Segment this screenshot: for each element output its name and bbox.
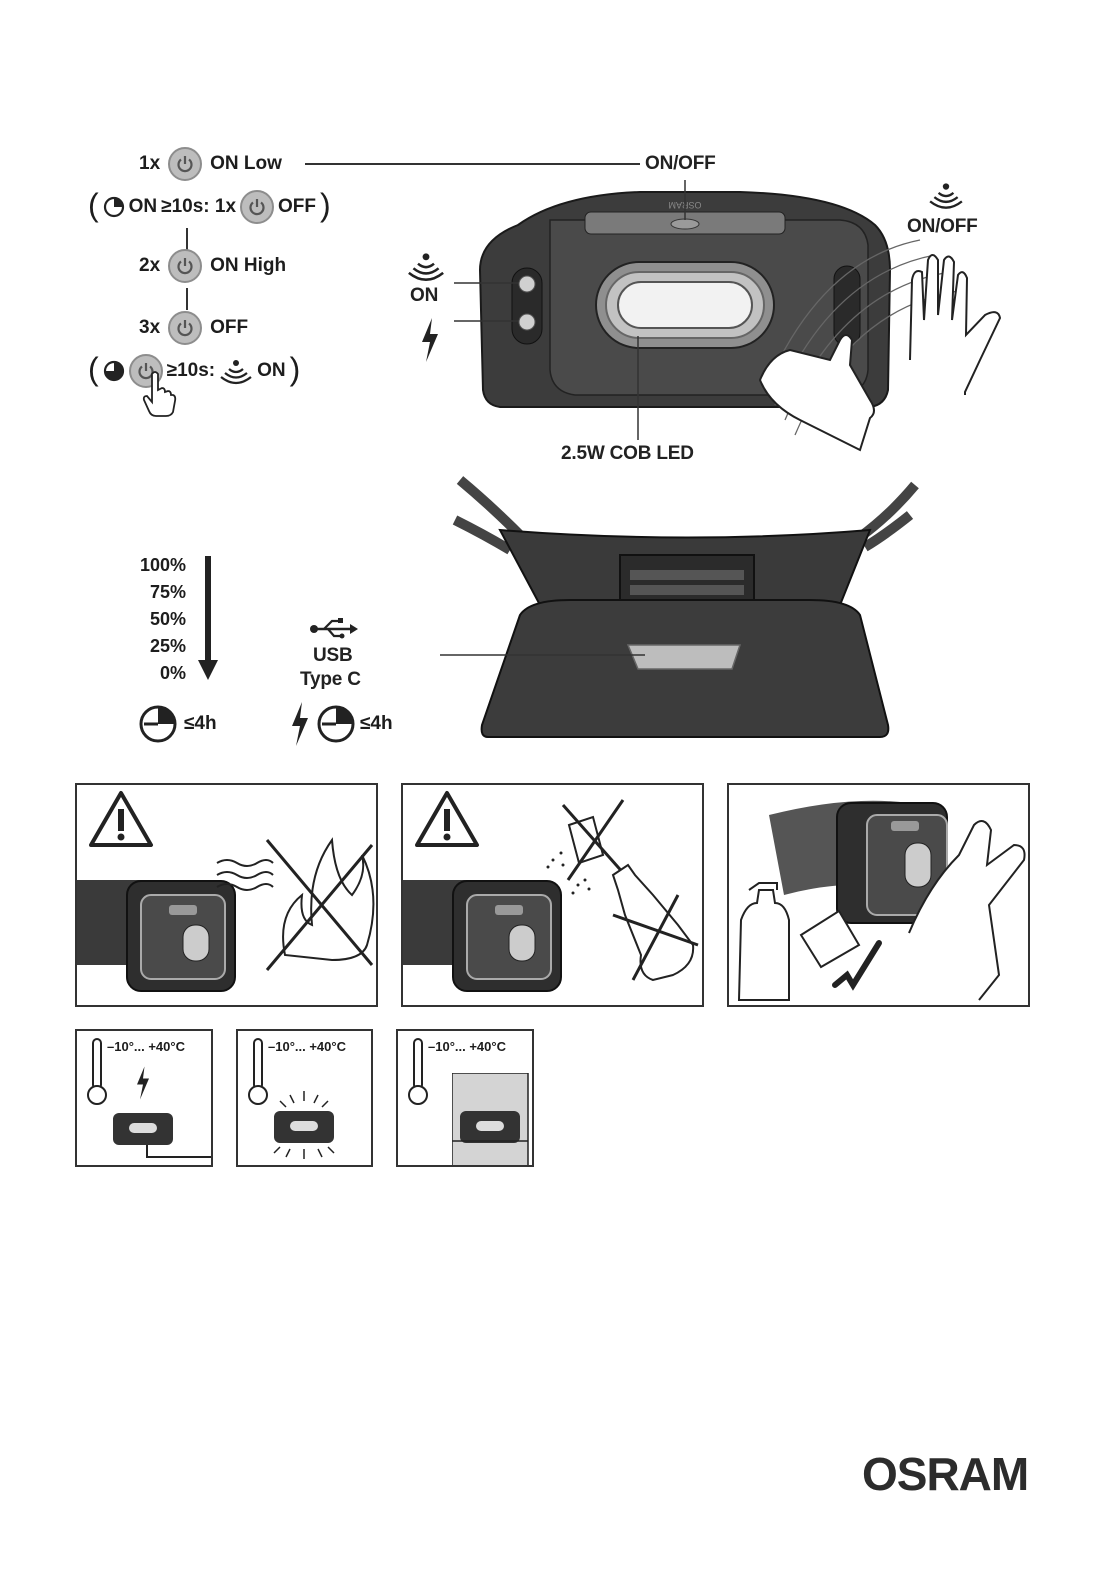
timer-on-label: ON — [129, 196, 158, 218]
battery-level: 100% — [118, 552, 186, 579]
battery-level: 75% — [118, 579, 186, 606]
battery-level-list: 100% 75% 50% 25% 0% — [118, 552, 186, 687]
sensor-on-callout: ON — [410, 285, 438, 307]
runtime-clock-icon — [138, 704, 178, 744]
sensor-onoff-label: ON/OFF — [907, 216, 978, 238]
step1-row: 1x ON Low — [139, 147, 282, 181]
charging-bolt-icon — [133, 1065, 153, 1101]
open-paren: ( — [88, 353, 99, 385]
connector-line — [186, 288, 188, 310]
motion-sensor-icon — [406, 250, 446, 282]
temp-range: –10°... +40°C — [268, 1039, 346, 1054]
temp-range: –10°... +40°C — [107, 1039, 185, 1054]
led-label: 2.5W COB LED — [561, 443, 694, 465]
temp-range: –10°... +40°C — [428, 1039, 506, 1054]
heat-warning-illustration — [77, 785, 378, 1007]
thermometer-icon — [406, 1037, 430, 1107]
thermometer-icon — [246, 1037, 270, 1107]
usb-type-label: Type C — [300, 669, 361, 691]
headlamp-storage-icon — [452, 1073, 532, 1167]
motion-sensor-icon — [219, 357, 253, 385]
timer-condition: ≥10s: 1x — [161, 196, 236, 218]
charge-time-row: ≤4h — [288, 700, 393, 748]
headlamp-charging-icon — [107, 1109, 213, 1165]
warning-panel-heat — [75, 783, 378, 1007]
timer-clock-icon — [103, 196, 125, 218]
cleaning-illustration — [729, 785, 1030, 1007]
headlamp-lit-icon — [268, 1087, 348, 1163]
power-button-icon — [168, 249, 202, 283]
sensor-enable-row: ( ≥10s: ON ) — [88, 354, 300, 388]
headlamp-back-illustration — [440, 475, 940, 750]
power-button-icon — [168, 147, 202, 181]
usb-label: USB — [313, 645, 353, 667]
temp-panel-operating: –10°... +40°C — [236, 1029, 373, 1167]
runtime-value: ≤4h — [184, 713, 217, 735]
runtime-row: ≤4h — [138, 704, 217, 744]
timer-off-label: OFF — [278, 196, 316, 218]
power-button-icon — [168, 311, 202, 345]
step3-label: OFF — [210, 317, 248, 339]
close-paren: ) — [320, 189, 331, 221]
step3-row: 3x OFF — [139, 311, 248, 345]
battery-level: 25% — [118, 633, 186, 660]
temp-panel-charging: –10°... +40°C — [75, 1029, 213, 1167]
step2-row: 2x ON High — [139, 249, 286, 283]
timer-off-row: ( ON ≥10s: 1x OFF ) — [88, 190, 331, 224]
motion-sensor-icon — [928, 180, 964, 210]
usb-icon — [308, 618, 360, 640]
cleaning-panel — [727, 783, 1030, 1007]
finger-press-icon — [142, 370, 178, 418]
battery-level: 0% — [118, 660, 186, 687]
open-paren: ( — [88, 189, 99, 221]
step3-count: 3x — [139, 317, 160, 339]
step1-count: 1x — [139, 153, 160, 175]
close-paren: ) — [290, 353, 301, 385]
temp-panel-storage: –10°... +40°C — [396, 1029, 534, 1167]
charge-time-value: ≤4h — [360, 713, 393, 735]
osram-logo: OSRAM — [862, 1447, 1028, 1501]
charging-bolt-icon — [418, 316, 442, 364]
battery-level: 50% — [118, 606, 186, 633]
charge-clock-icon — [316, 704, 356, 744]
liquid-warning-illustration — [403, 785, 704, 1007]
connector-line — [186, 228, 188, 250]
step2-label: ON High — [210, 255, 286, 277]
warning-panel-liquid — [401, 783, 704, 1007]
discharge-arrow-icon — [196, 556, 220, 682]
timer-clock-icon — [103, 360, 125, 382]
step2-count: 2x — [139, 255, 160, 277]
step1-label: ON Low — [210, 153, 282, 175]
thermometer-icon — [85, 1037, 109, 1107]
sensor-on-label: ON — [257, 360, 286, 382]
onoff-top-label: ON/OFF — [645, 153, 716, 175]
charging-bolt-icon — [288, 700, 312, 748]
power-button-icon — [240, 190, 274, 224]
